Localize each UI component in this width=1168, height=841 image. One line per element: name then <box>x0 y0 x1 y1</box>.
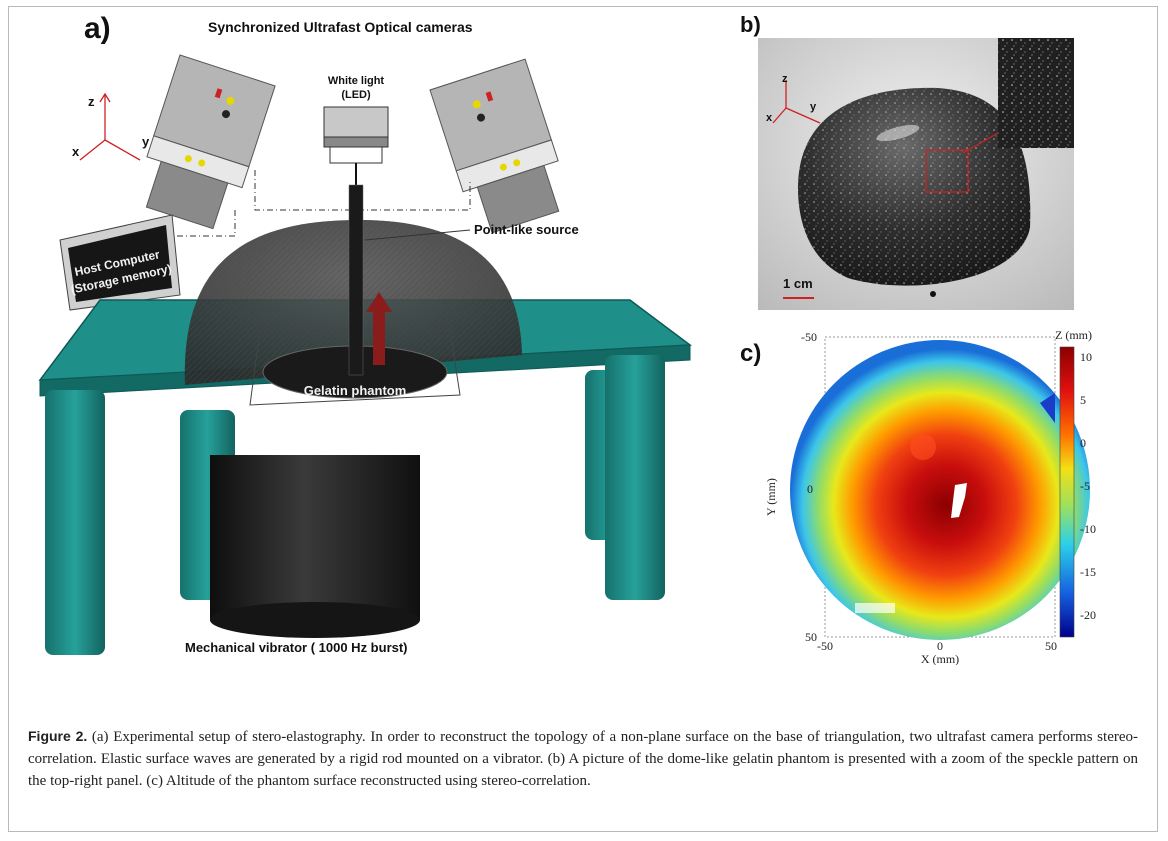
cbar-tick-5: -15 <box>1080 565 1096 579</box>
colorbar <box>1059 346 1075 638</box>
altitude-map: Y (mm) X (mm) -50 0 50 -50 0 50 Z (mm) 1… <box>764 328 1096 665</box>
table-leg-front-right <box>605 355 665 600</box>
axis-x-label: x <box>72 144 80 159</box>
axes-triad-a <box>79 92 141 161</box>
y-tick-0: -50 <box>801 330 817 344</box>
map-xlabel: X (mm) <box>921 652 959 665</box>
phantom-label: Gelatin phantom <box>304 383 407 398</box>
rigid-rod <box>348 184 364 376</box>
cbar-tick-2: 0 <box>1080 436 1086 450</box>
vibrator-label: Mechanical vibrator ( 1000 Hz burst) <box>185 640 408 655</box>
photo-axis-z: z <box>782 73 788 85</box>
left-camera <box>145 54 276 230</box>
setup-diagram: Synchronized Ultrafast Optical cameras z… <box>38 19 693 655</box>
panel-c-label: c) <box>740 340 762 367</box>
cbar-tick-1: 5 <box>1080 393 1086 407</box>
cbar-tick-6: -20 <box>1080 608 1096 622</box>
x-tick-2: 50 <box>1045 639 1057 653</box>
cbar-tick-4: -10 <box>1080 522 1096 536</box>
photo-axis-x: x <box>766 112 773 124</box>
cbar-tick-3: -5 <box>1080 479 1090 493</box>
right-camera <box>429 58 560 234</box>
led-label-1: White light <box>328 75 385 87</box>
axis-y-label: y <box>142 134 150 149</box>
caption-label: Figure 2. <box>28 728 88 744</box>
panel-a-label: a) <box>84 12 111 45</box>
panel-b-label: b) <box>740 12 761 37</box>
colorbar-title: Z (mm) <box>1055 328 1092 342</box>
vibration-arrow <box>366 292 392 365</box>
x-tick-0: -50 <box>817 639 833 653</box>
table-leg-front-left <box>45 390 105 655</box>
scale-bar-label: 1 cm <box>783 276 813 291</box>
y-tick-2: 50 <box>805 630 817 644</box>
mechanical-vibrator <box>210 455 420 638</box>
axis-z-label: z <box>88 94 95 109</box>
map-ylabel: Y (mm) <box>764 478 778 516</box>
cbar-tick-0: 10 <box>1080 350 1092 364</box>
photo-axis-y: y <box>810 101 817 113</box>
figure-caption: Figure 2. (a) Experimental setup of ster… <box>28 725 1138 792</box>
caption-text: (a) Experimental setup of stero-elastogr… <box>28 729 1138 789</box>
y-tick-1: 0 <box>807 482 813 496</box>
cameras-title: Synchronized Ultrafast Optical cameras <box>208 19 473 35</box>
x-tick-1: 0 <box>937 639 943 653</box>
phantom-photo: z x y 1 cm <box>758 38 1074 310</box>
led-light <box>323 106 389 185</box>
point-source-label: Point-like source <box>474 222 579 237</box>
led-label-2: (LED) <box>341 89 371 101</box>
